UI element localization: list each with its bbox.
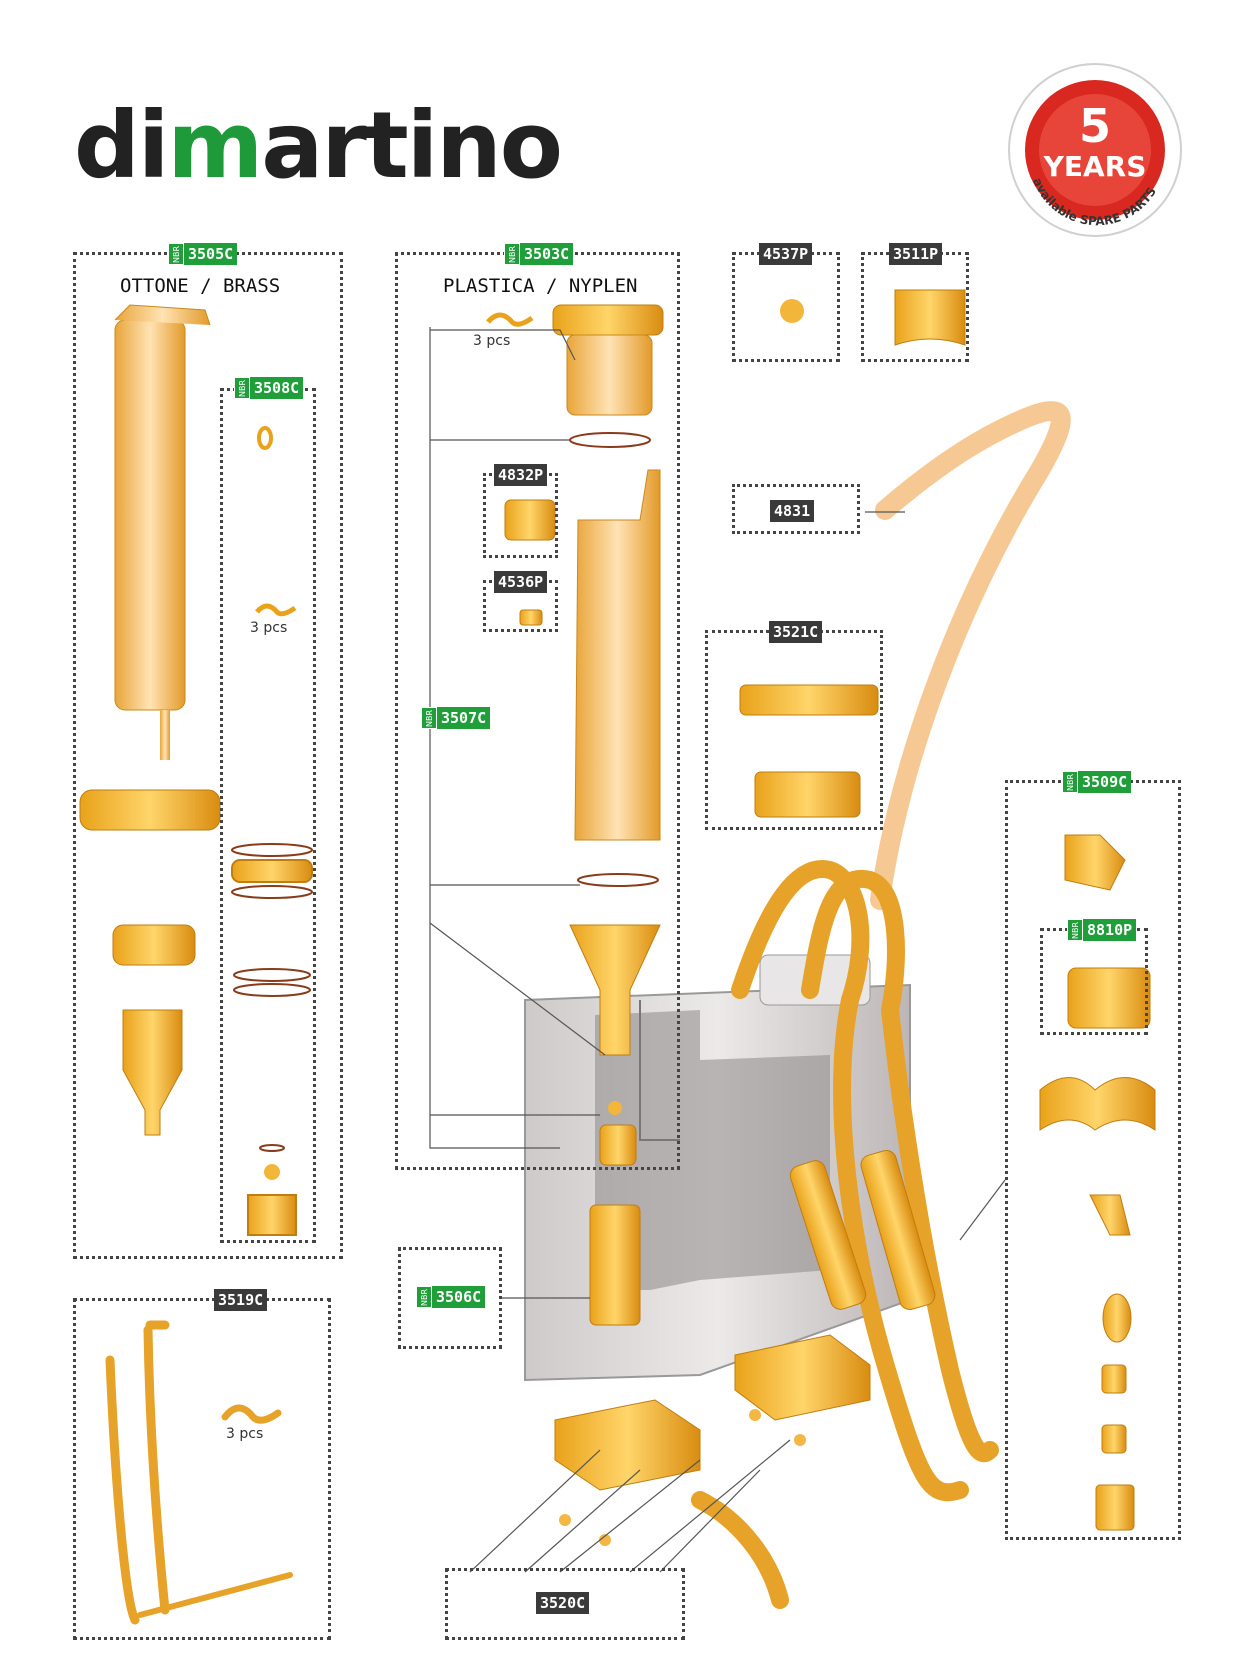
brass-pump-cylinder-part [79, 304, 221, 1136]
nbr-mark-3505c: NBR [168, 243, 184, 265]
box-3508c [220, 388, 316, 1243]
feet-part [554, 1334, 871, 1546]
code-3503c: 3503C [520, 243, 574, 265]
box-3520c [445, 1568, 685, 1640]
brand-logo: dimartino [74, 100, 563, 192]
code-3506c: 3506C [432, 1286, 486, 1308]
brand-logo-m: m [167, 92, 263, 199]
code-4831: 4831 [770, 500, 815, 522]
caption-plastic: PLASTICA / NYPLEN [443, 275, 638, 297]
box-3519c [73, 1298, 331, 1640]
nbr-mark-3509c: NBR [1062, 771, 1078, 793]
filter-part [754, 771, 861, 818]
seal-kit-part [231, 426, 313, 1236]
box-3509c [1005, 780, 1181, 1540]
caption-brass: OTTONE / BRASS [120, 275, 281, 297]
nbr-mark-3507c: NBR [421, 707, 437, 729]
filler-cap-part [739, 684, 879, 716]
nbr-mark-3506c: NBR [416, 1286, 432, 1308]
code-3520c: 3520C [536, 1592, 590, 1614]
plastic-pump-part [486, 304, 664, 1326]
code-4832p: 4832P [494, 464, 548, 486]
code-4536p: 4536P [494, 571, 548, 593]
ball-valve-part [780, 299, 804, 323]
nozzle-kit-part [1039, 834, 1156, 1531]
code-3507c: 3507C [437, 707, 491, 729]
valve-seat-part [894, 289, 966, 346]
box-4831 [732, 484, 860, 534]
nbr-mark-3508c: NBR [234, 377, 250, 399]
brand-logo-prefix: di [74, 92, 169, 199]
leader-lines [429, 327, 1006, 1573]
box-3521c [705, 630, 883, 830]
box-3511p [861, 252, 969, 362]
badge-number: 5 [1079, 99, 1111, 153]
box-8810p [1040, 928, 1148, 1035]
hose-part [870, 401, 1071, 910]
box-3506c [398, 1247, 502, 1349]
code-3509c: 3509C [1078, 771, 1132, 793]
code-3508c: 3508C [250, 377, 304, 399]
code-3511p: 3511P [889, 243, 943, 265]
five-years-badge: 5 YEARS available SPARE PARTS [1008, 63, 1182, 237]
brand-logo-suffix: artino [261, 92, 563, 199]
nbr-mark-8810p: NBR [1067, 919, 1083, 941]
code-8810p: 8810P [1083, 919, 1137, 941]
pcs-label-3503c: 3 pcs [473, 333, 511, 349]
shoulder-straps-part [691, 860, 999, 1609]
box-4537p [732, 252, 840, 362]
code-3519c: 3519C [214, 1289, 268, 1311]
code-3521c: 3521C [769, 621, 823, 643]
badge-word: YEARS [1043, 150, 1147, 183]
nbr-mark-3503c: NBR [504, 243, 520, 265]
code-3505c: 3505C [184, 243, 238, 265]
pcs-label-3519c: 3 pcs [226, 1426, 264, 1442]
pump-handle-part [105, 1320, 293, 1625]
code-4537p: 4537P [759, 243, 813, 265]
pcs-label-3508c: 3 pcs [250, 620, 288, 636]
